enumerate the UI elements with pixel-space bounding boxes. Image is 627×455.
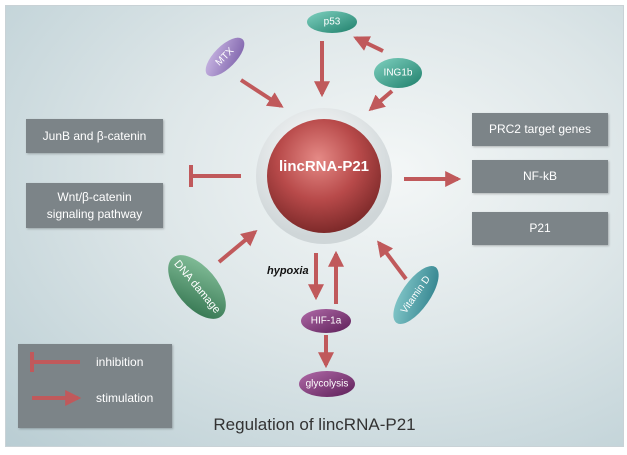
prc2-target-box: PRC2 target genes xyxy=(472,113,608,146)
arrow-dna-to-center xyxy=(217,229,258,264)
hypoxia-label: hypoxia xyxy=(267,265,309,277)
legend-stimulation-label: stimulation xyxy=(96,391,154,405)
dna-damage-node xyxy=(168,255,226,319)
p21-label: P21 xyxy=(529,221,551,236)
vitamin-d-node xyxy=(393,266,439,324)
diagram-graphics xyxy=(30,11,462,406)
nfkb-label: NF-kB xyxy=(523,169,557,184)
center-sphere xyxy=(267,119,381,233)
legend xyxy=(18,344,172,428)
mtx-node xyxy=(205,37,245,77)
junb-catenin-box: JunB and β-catenin xyxy=(26,119,163,153)
wnt-pathway-line2: signaling pathway xyxy=(46,206,143,221)
ing1b-label: ING1b xyxy=(383,67,413,79)
diagram-canvas: lincRNA-P21 p53 ING1b MTX DNA damage Vit… xyxy=(5,5,624,447)
prc2-target-label: PRC2 target genes xyxy=(488,122,592,137)
wnt-pathway-box: Wnt/β-catenin signaling pathway xyxy=(26,183,163,228)
junb-catenin-label: JunB and β-catenin xyxy=(42,128,147,143)
p53-label: p53 xyxy=(323,16,341,28)
center-label: lincRNA-P21 xyxy=(278,158,370,175)
hif-node xyxy=(301,309,351,333)
ing1b-node xyxy=(374,58,422,88)
arrow-vitamin-d-to-center xyxy=(377,240,408,281)
arrow-ing1b-to-p53 xyxy=(353,36,384,53)
wnt-pathway-line1: Wnt/β-catenin xyxy=(57,190,132,205)
arrow-ing1b-to-center xyxy=(368,89,394,112)
p21-box: P21 xyxy=(472,212,608,245)
hif-label: HIF-1a xyxy=(310,315,342,327)
arrow-mtx-to-center xyxy=(239,78,284,108)
diagram-caption: Regulation of lincRNA-P21 xyxy=(213,415,416,434)
legend-inhibition-label: inhibition xyxy=(96,355,144,369)
p53-node xyxy=(307,11,357,33)
glycolysis-node xyxy=(299,371,355,397)
nfkb-box: NF-kB xyxy=(472,160,608,193)
glycolysis-label: glycolysis xyxy=(305,378,349,390)
